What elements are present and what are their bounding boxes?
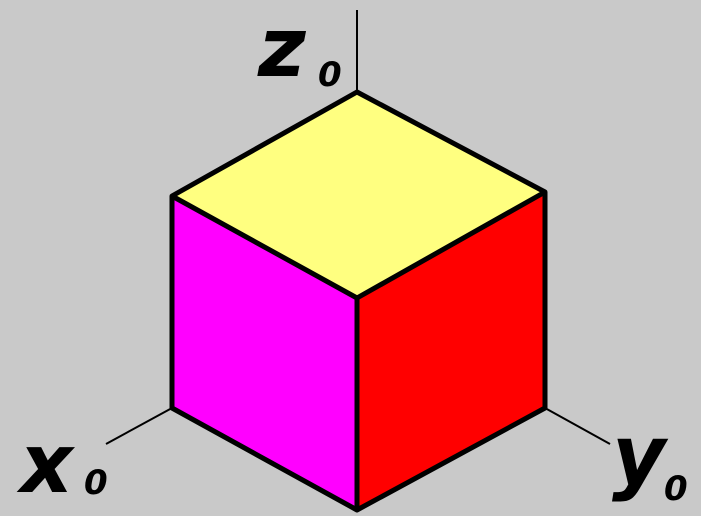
svg-text:z: z (257, 1, 307, 96)
svg-text:0: 0 (318, 55, 342, 95)
svg-text:x: x (16, 417, 76, 512)
y-axis-label: y 0 (612, 409, 688, 509)
cube-edges (169, 89, 548, 513)
svg-text:y: y (612, 409, 669, 504)
z-axis-label: z 0 (257, 1, 342, 96)
x-axis-label: x 0 (16, 417, 108, 512)
svg-text:0: 0 (664, 469, 688, 509)
y-axis-line (544, 407, 611, 445)
svg-text:0: 0 (84, 463, 108, 503)
x-axis-line (105, 407, 173, 445)
